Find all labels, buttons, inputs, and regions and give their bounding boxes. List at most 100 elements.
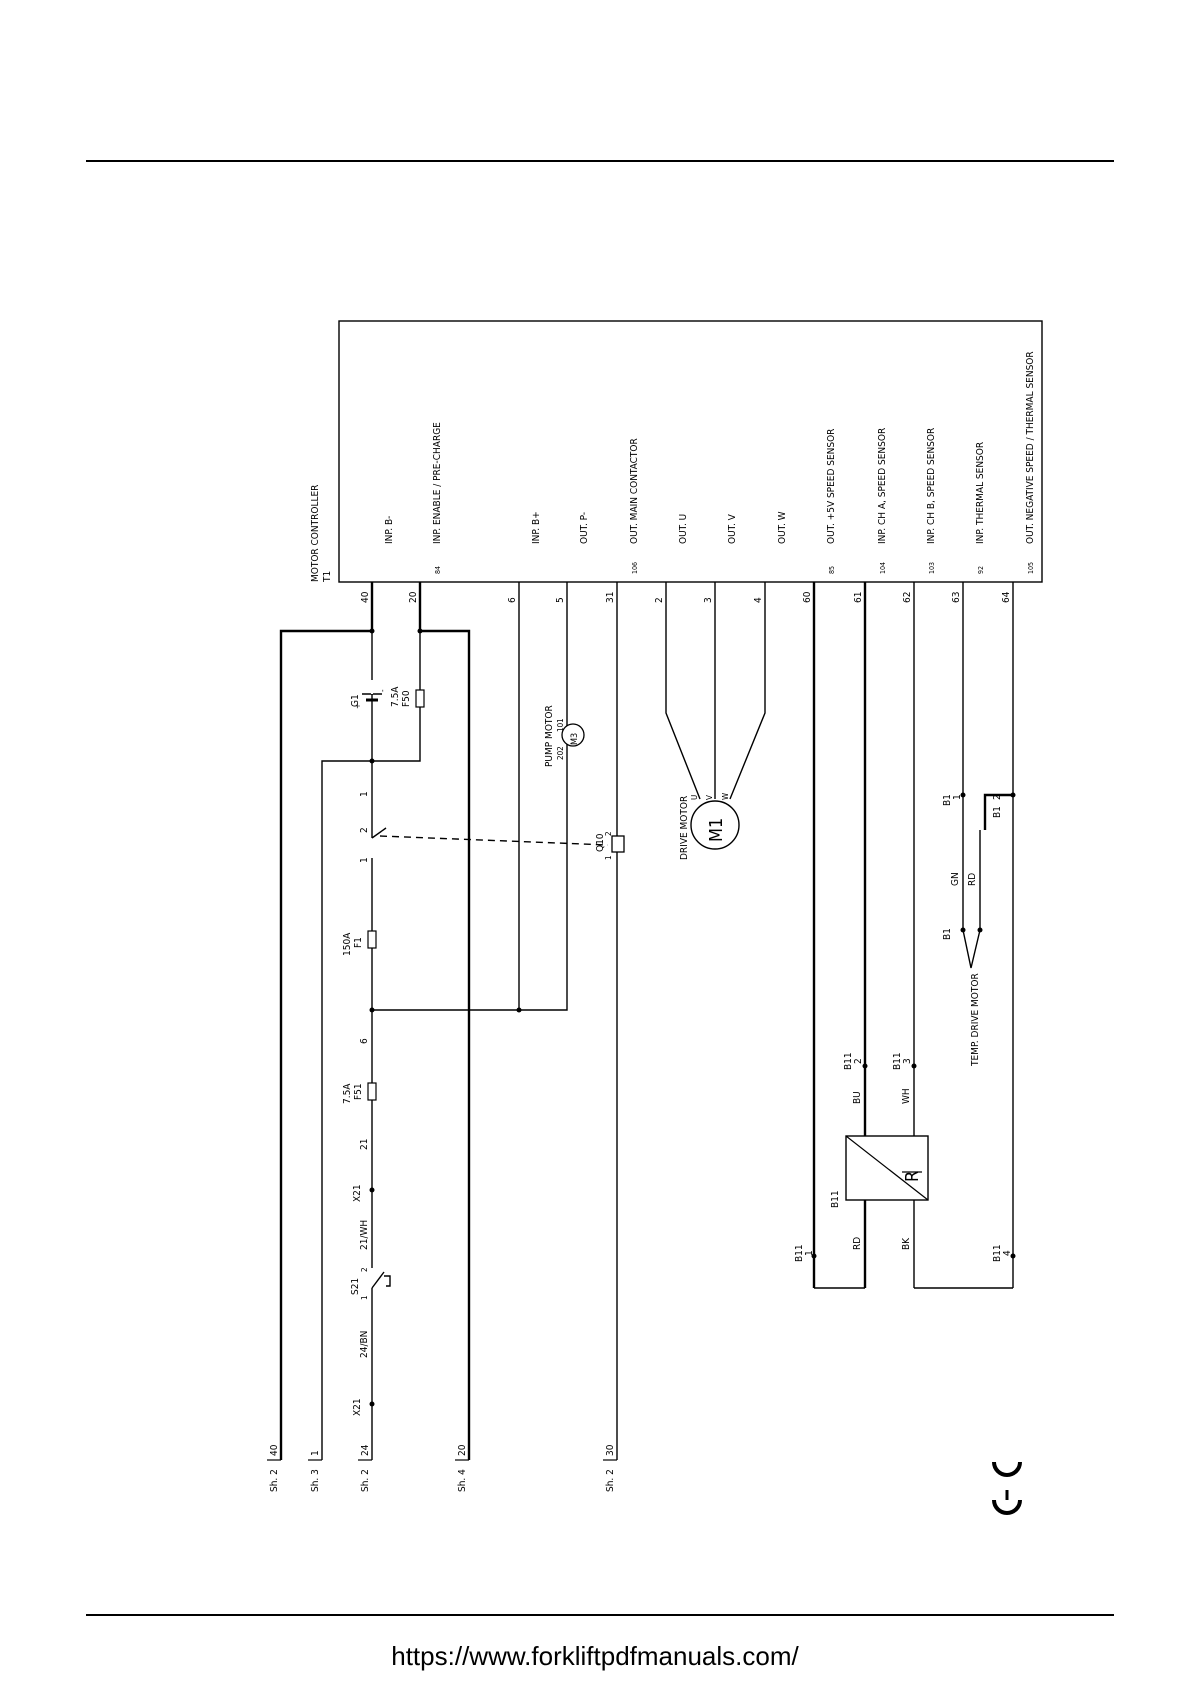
controller-pin-5-label: OUT. U — [678, 514, 689, 544]
battery-ref: G1 — [350, 694, 361, 707]
controller-pin-1-code: 84 — [434, 566, 442, 574]
controller-pin-3-number: 5 — [555, 597, 566, 603]
controller-pin-9-code: 104 — [879, 562, 887, 574]
sheet-ref-4-sheet: Sh. 2 — [605, 1469, 616, 1492]
contactor-pin1: 1 — [604, 855, 613, 860]
contactor-ref: Q10 — [595, 833, 606, 852]
ce-mark — [992, 1461, 1022, 1515]
controller-pin-10-code: 103 — [928, 562, 936, 574]
controller-pin-4-code: 106 — [631, 562, 639, 574]
wire-u — [665, 582, 701, 800]
motor-controller-ref: T1 — [322, 571, 333, 583]
drive-motor-u: U — [690, 795, 699, 800]
controller-pin-12-code: 105 — [1027, 562, 1035, 574]
fuse-f51-rating: 7.5A — [342, 1083, 353, 1104]
controller-pin-0-label: INP. B- — [384, 516, 395, 544]
main-switch-pin1: 1 — [359, 791, 370, 797]
speed-sensor-pin1-ref: B11 — [794, 1244, 805, 1262]
key-switch-pin1: 1 — [360, 1295, 369, 1300]
controller-pin-4-number: 31 — [605, 592, 616, 603]
temp-sensor-wire-gn: GN — [950, 872, 961, 886]
main-switch-linkage — [379, 835, 609, 846]
speed-sensor-pin2: 2 — [853, 1058, 864, 1064]
speed-sensor-pin4-ref: B11 — [992, 1244, 1003, 1262]
controller-pin-1-label: INP. ENABLE / PRE-CHARGE — [432, 422, 443, 544]
temp-sensor-pin1-ref: B1 — [942, 794, 953, 806]
controller-pin-2-number: 6 — [507, 597, 518, 603]
controller-pin-12-label: OUT. NEGATIVE SPEED / THERMAL SENSOR — [1025, 351, 1036, 544]
main-switch-pin3: 1 — [359, 857, 370, 863]
top-rule — [86, 160, 1114, 162]
controller-pin-10-label: INP. CH B, SPEED SENSOR — [926, 428, 937, 544]
sheet-ref-2-number: 24 — [360, 1444, 371, 1456]
key-switch-pin2: 2 — [360, 1267, 369, 1272]
wire-21-label: 21 — [359, 1139, 370, 1150]
controller-pin-4-label: OUT. MAIN CONTACTOR — [629, 438, 640, 544]
speed-sensor-wire-wh: WH — [901, 1088, 912, 1104]
speed-sensor-pin3-ref: B11 — [892, 1052, 903, 1070]
speed-sensor-ref: B11 — [830, 1190, 841, 1208]
speed-sensor-pin2-ref: B11 — [843, 1052, 854, 1070]
sheet-ref-1-sheet: Sh. 3 — [310, 1469, 321, 1492]
temp-sensor-wire-rd: RD — [967, 873, 978, 886]
sheet-ref-1-number: 1 — [310, 1450, 321, 1456]
motor-controller-box — [338, 320, 1043, 583]
main-switch-blade — [371, 827, 387, 839]
drive-motor-m1 — [690, 800, 740, 850]
fuse-f51 — [367, 1082, 377, 1101]
battery-plus: + — [353, 703, 362, 709]
pump-motor-m3 — [561, 723, 585, 747]
controller-pin-8-label: OUT. +5V SPEED SENSOR — [826, 429, 837, 544]
speed-sensor-pin1: 1 — [804, 1250, 815, 1256]
wire-sh3 — [321, 760, 372, 1460]
controller-pin-9-number: 61 — [853, 592, 864, 603]
pump-motor-ref: M3 — [570, 733, 580, 745]
controller-pin-11-number: 63 — [951, 592, 962, 603]
battery-minus: - — [378, 689, 387, 692]
key-switch-s21 — [371, 1271, 385, 1289]
controller-pin-7-label: OUT. W — [777, 511, 788, 544]
temp-sensor-symbol — [962, 929, 981, 969]
temp-sensor-pin2: 2 — [992, 794, 1003, 800]
controller-pin-2-label: INP. B+ — [531, 511, 542, 544]
temp-sensor-pin1: 1 — [952, 794, 963, 800]
key-icon — [384, 1275, 391, 1287]
controller-pin-8-code: 85 — [828, 566, 836, 574]
speed-sensor-pin3: 3 — [902, 1058, 913, 1064]
controller-pin-11-label: INP. THERMAL SENSOR — [975, 442, 986, 544]
controller-pin-5-number: 2 — [654, 597, 665, 603]
controller-pin-3-label: OUT. P- — [579, 512, 590, 544]
speed-sensor-wire-rd: RD — [852, 1237, 863, 1250]
sheet-ref-4-number: 30 — [605, 1444, 616, 1456]
controller-pin-8-number: 60 — [802, 591, 813, 603]
speed-sensor-pin4: 4 — [1002, 1250, 1013, 1256]
sheet-ref-3-number: 20 — [457, 1444, 468, 1456]
sheet-ref-3-sheet: Sh. 4 — [457, 1469, 468, 1492]
battery-g1 — [362, 680, 382, 702]
controller-pin-6-number: 3 — [703, 597, 714, 603]
controller-pin-11-code: 92 — [977, 566, 985, 574]
wire-w — [729, 582, 766, 800]
x21-bottom-label: X21 — [352, 1398, 363, 1416]
fuse-f50 — [415, 689, 425, 708]
main-switch-pin2: 2 — [359, 827, 370, 833]
controller-pin-10-number: 62 — [902, 592, 913, 603]
fuse-f51-ref: F51 — [353, 1083, 364, 1100]
fuse-f1-rating: 150A — [342, 932, 353, 956]
contactor-q10 — [611, 835, 625, 853]
temp-sensor-pin2-ref: B1 — [992, 806, 1003, 818]
connection-dots — [369, 628, 1016, 1407]
fuse-f50-rating: 7.5A — [390, 686, 401, 707]
footer-url[interactable]: https://www.forkliftpdfmanuals.com/ — [391, 1641, 799, 1671]
wire-5 — [372, 582, 568, 1011]
wire-24bn-label: 24/BN — [359, 1331, 370, 1358]
sheet-ref-0-number: 40 — [269, 1444, 280, 1456]
pump-motor-pin-b: 101 — [556, 718, 565, 732]
fuse-f1 — [367, 930, 377, 949]
controller-pin-0-number: 40 — [360, 591, 371, 603]
controller-pin-9-label: INP. CH A, SPEED SENSOR — [877, 428, 888, 544]
temp-sensor-title: TEMP. DRIVE MOTOR — [970, 973, 981, 1067]
